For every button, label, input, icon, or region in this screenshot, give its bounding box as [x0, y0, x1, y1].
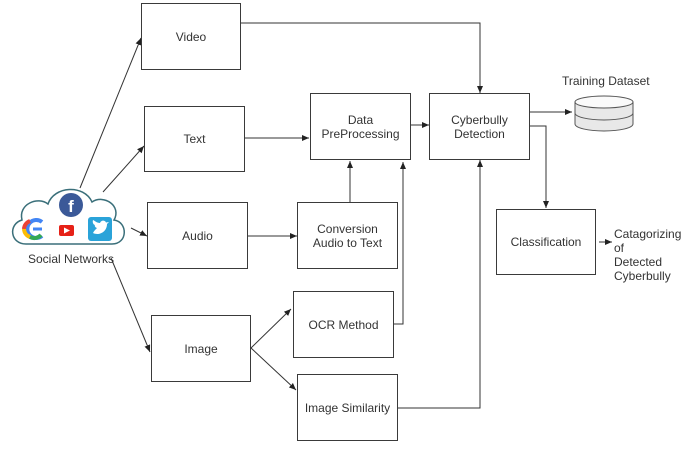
google-icon [22, 218, 44, 241]
node-ocr-label: OCR Method [308, 317, 379, 332]
edge-video-detection [241, 22, 483, 93]
output-label-line-2: of [614, 241, 625, 255]
twitter-icon [88, 217, 112, 241]
edge-ocr-preprocessing [393, 162, 406, 325]
node-classification-label: Classification [510, 235, 582, 249]
edge-image-ocr [250, 308, 292, 349]
node-conversion-label-2: Audio to Text [312, 235, 383, 250]
edge-detection-classification [530, 125, 549, 208]
node-detection-label-1: Cyberbully [451, 112, 508, 127]
output-label: Catagorizing of Detected Cyberbully [614, 227, 681, 283]
node-text[interactable]: Text [144, 106, 245, 172]
node-image-similarity-label: Image Similarity [304, 400, 391, 415]
node-audio[interactable]: Audio [147, 202, 248, 269]
output-label-line-1: Catagorizing [614, 227, 682, 241]
edge-image-similarity [250, 347, 297, 391]
youtube-icon [59, 225, 74, 236]
node-image[interactable]: Image [151, 315, 251, 382]
social-networks-label: Social Networks [28, 252, 115, 266]
node-conversion[interactable]: Conversion Audio to Text [297, 202, 398, 269]
node-classification[interactable]: Classification [496, 209, 596, 275]
edge-social-image [110, 257, 151, 353]
node-cyberbully-detection[interactable]: Cyberbully Detection [429, 93, 530, 160]
node-ocr[interactable]: OCR Method [293, 291, 394, 358]
node-preprocessing-label-1: Data [347, 112, 374, 127]
node-image-similarity[interactable]: Image Similarity [297, 374, 398, 441]
node-audio-label: Audio [182, 228, 213, 243]
node-data-preprocessing[interactable]: Data PreProcessing [310, 93, 411, 160]
facebook-icon: f [59, 193, 83, 217]
training-dataset-label: Training Dataset [562, 74, 650, 88]
edge-similarity-detection [398, 160, 483, 409]
edge-social-audio [130, 227, 148, 237]
node-image-label: Image [184, 341, 218, 356]
node-conversion-label-1: Conversion [317, 221, 378, 236]
node-text-label: Text [183, 132, 206, 146]
database-icon[interactable] [573, 94, 637, 134]
node-preprocessing-label-2: PreProcessing [321, 126, 400, 141]
output-label-line-4: Cyberbully [614, 269, 671, 283]
node-detection-label-2: Detection [454, 126, 505, 141]
node-video-label: Video [175, 29, 207, 44]
svg-text:f: f [68, 197, 74, 216]
node-video[interactable]: Video [141, 3, 241, 70]
social-networks-cloud: f [12, 188, 125, 245]
output-label-line-3: Detected [614, 255, 663, 269]
edge-social-video [79, 37, 142, 189]
edge-social-text [102, 145, 145, 193]
